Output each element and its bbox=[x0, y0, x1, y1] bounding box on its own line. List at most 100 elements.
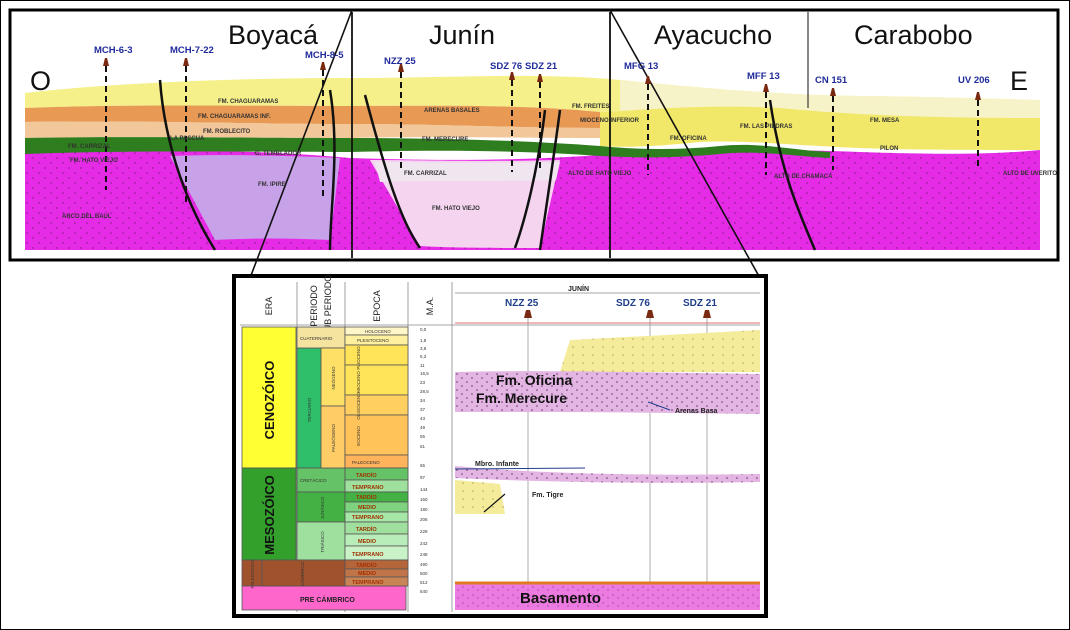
period-cambrico-cell bbox=[261, 559, 346, 587]
layer-chaguaramas bbox=[25, 105, 600, 128]
stage-cells bbox=[344, 467, 409, 587]
period-cambrico-label: CÁMBRICO bbox=[299, 561, 305, 586]
unit-tigre bbox=[455, 480, 505, 514]
fm-freites: FM. FREITES bbox=[572, 104, 609, 110]
header-era: ERA bbox=[264, 297, 274, 316]
epoch-eoceno: EOCENO bbox=[356, 426, 361, 446]
age-label: 242 bbox=[420, 541, 428, 546]
fm-oficina: FM. OFICINA bbox=[670, 136, 707, 142]
age-label: 180 bbox=[420, 507, 428, 512]
well-derricks bbox=[103, 58, 981, 100]
fm-la-pascua: LA PASCUA bbox=[170, 136, 205, 142]
well-label-uv-206: UV 206 bbox=[958, 75, 990, 86]
period-terciario-label: TERCIARIO bbox=[307, 397, 312, 422]
stage-jurasico-temprano: TEMPRANO bbox=[352, 515, 384, 521]
epoch-mioceno: MIOCENO bbox=[356, 371, 361, 393]
fm-chaguaramas: FM. CHAGUARAMAS bbox=[218, 99, 278, 105]
epoch-paleoceno: PALEOCENO bbox=[352, 460, 380, 465]
stage-cambrico-temprano: TEMPRANO bbox=[352, 580, 384, 586]
fm-pilon: PILON bbox=[880, 146, 898, 152]
column-well-nzz-25: NZZ 25 bbox=[505, 298, 539, 309]
fm-hato-viejo-left: FM. HATO VIEJO bbox=[70, 158, 118, 164]
layer-hato-viejo bbox=[370, 160, 560, 248]
era-cenozoic-cell bbox=[241, 326, 297, 469]
fm-alto-chamaca: ALTO DE CHAMACA bbox=[774, 174, 833, 180]
header-epoca: EPOCA bbox=[372, 290, 382, 322]
stage-triasico-tardio: TARDÍO bbox=[356, 525, 377, 533]
fm-las-piedras: FM. LAS PIEDRAS bbox=[740, 124, 792, 130]
fm-hato-viejo: FM. HATO VIEJO bbox=[432, 206, 480, 212]
period-triasico-label: TRIÁSICO bbox=[319, 531, 325, 553]
well-label-mch-8-5: MCH-8-5 bbox=[305, 50, 344, 61]
age-label: 23 bbox=[420, 380, 426, 385]
region-label-boyaca: Boyacá bbox=[228, 20, 319, 50]
period-jurasico-cell bbox=[296, 491, 346, 523]
fm-carrizal: FM. CARRIZAL bbox=[404, 171, 447, 177]
era-paleozoic-label: PALEOZÓICO bbox=[249, 559, 255, 588]
age-label: 228 bbox=[420, 529, 428, 534]
age-label: 34 bbox=[420, 398, 426, 403]
region-label-carabobo: Carabobo bbox=[854, 20, 973, 50]
age-label: 97 bbox=[420, 475, 426, 480]
precambrian-label: PRE CÁMBRICO bbox=[300, 595, 355, 604]
unit-upper-sand bbox=[560, 330, 760, 372]
unit-oficina-merecure bbox=[455, 371, 760, 414]
stage-cretacico-tardio: TARDÍO bbox=[356, 471, 377, 479]
stage-cambrico-tardio: TARDÍO bbox=[356, 561, 377, 569]
layer-carrizal bbox=[375, 162, 560, 182]
precambrian-cell bbox=[241, 585, 407, 611]
age-label: 43 bbox=[420, 416, 426, 421]
well-label-mfg-13: MFG 13 bbox=[624, 61, 658, 72]
period-jurasico-label: JURÁSICO bbox=[319, 496, 325, 519]
age-label: 65 bbox=[420, 463, 426, 468]
fm-roblecito: FM. ROBLECITO bbox=[203, 129, 251, 135]
header-ma: M.A. bbox=[425, 297, 435, 316]
unit-tigre-label: Fm. Tigre bbox=[532, 492, 563, 499]
fault-lines bbox=[158, 79, 817, 251]
fm-mesa: FM. MESA bbox=[870, 118, 900, 124]
header-periodo: PERIODO bbox=[309, 285, 319, 327]
fm-carrizal-left: FM. CARRIZAL bbox=[68, 144, 111, 150]
unit-arenas-basales-label: Arenas Basa bbox=[675, 408, 718, 415]
age-label: 61 bbox=[420, 444, 426, 449]
epoch-holoceno: HOLOCENO bbox=[365, 329, 391, 334]
unit-basamento bbox=[455, 583, 760, 610]
age-label: 0,0 bbox=[420, 327, 427, 332]
age-label: 49 bbox=[420, 425, 426, 430]
well-label-cn-151: CN 151 bbox=[815, 75, 848, 86]
epoch-pleistoceno: PLEISTOCENO bbox=[357, 338, 389, 343]
fm-merecure: FM. MERECURE bbox=[422, 137, 468, 143]
well-label-sdz-76: SDZ 76 bbox=[490, 61, 522, 72]
age-label: 490 bbox=[420, 562, 428, 567]
age-label: 55 bbox=[420, 434, 426, 439]
age-label: 37 bbox=[420, 407, 426, 412]
age-label: 16,5 bbox=[420, 371, 429, 376]
stage-triasico-medio: MEDIO bbox=[358, 539, 377, 545]
well-label-mch-7-22: MCH-7-22 bbox=[170, 45, 214, 56]
layer-ipire bbox=[170, 155, 340, 240]
stage-jurasico-medio: MEDIO bbox=[358, 505, 377, 511]
period-cretacico-label: CRETÁCICO bbox=[300, 477, 327, 483]
region-label-junin: Junín bbox=[429, 20, 495, 50]
column-well-sdz-21: SDZ 21 bbox=[683, 298, 717, 309]
unit-basamento-label: Basamento bbox=[520, 590, 601, 607]
epoch-oligoceno: OLIGOCENO bbox=[356, 392, 361, 420]
stage-cambrico-medio: MEDIO bbox=[358, 571, 377, 577]
age-label: 500 bbox=[420, 571, 428, 576]
age-label: 248 bbox=[420, 552, 428, 557]
cross-section: Boyacá Junín Ayacucho Carabobo O E MCH-6… bbox=[8, 8, 1060, 279]
period-cretacico-cell bbox=[296, 467, 346, 493]
age-label: 540 bbox=[420, 589, 428, 594]
infante-pointer bbox=[454, 467, 586, 470]
unit-merecure-label: Fm. Merecure bbox=[476, 390, 567, 406]
fm-mioceno-inferior: MIOCENO INFERIOR bbox=[580, 118, 640, 124]
strat-column: ERA PERIODO SUB PERIODO EPOCA M.A. CENOZ… bbox=[232, 274, 768, 618]
well-label-mff-13: MFF 13 bbox=[747, 71, 780, 82]
fm-alto-hato-viejo: ALTO DE HATO VIEJO bbox=[568, 171, 632, 177]
tigre-fault bbox=[483, 493, 506, 513]
era-mesozoic-label: MESOZÓICO bbox=[262, 475, 277, 554]
section-dividers bbox=[351, 12, 809, 258]
unit-oficina-label: Fm. Oficina bbox=[496, 372, 572, 388]
age-label: 206 bbox=[420, 517, 428, 522]
